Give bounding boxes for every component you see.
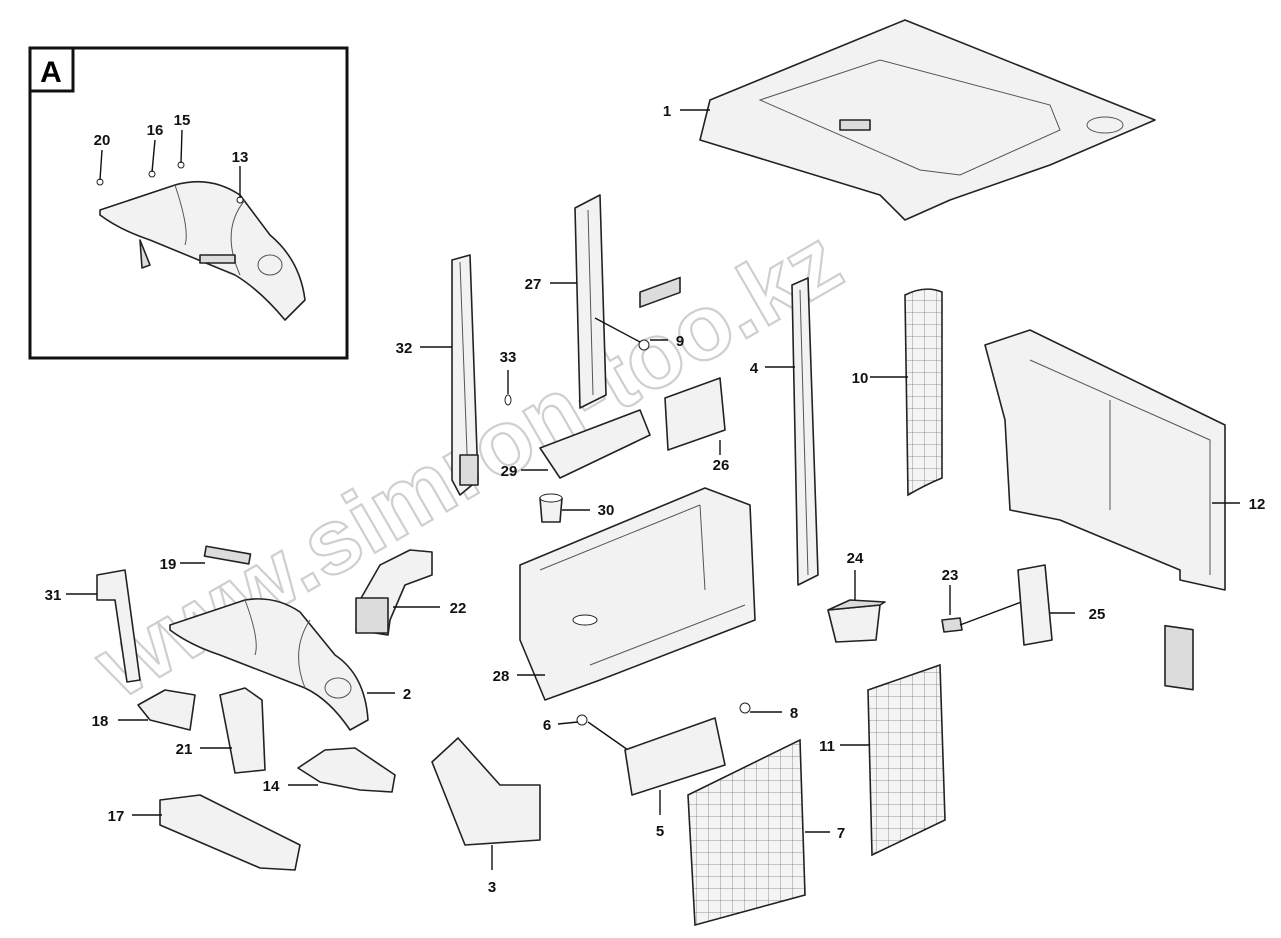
leader-20 [99, 149, 103, 181]
part-27-pillar [574, 194, 607, 409]
part-18-vent [137, 689, 196, 731]
callout-31: 31 [45, 587, 62, 604]
leader-6-to-5 [587, 721, 629, 751]
callout-19: 19 [160, 556, 177, 573]
callout-11: 11 [819, 738, 835, 755]
callout-9: 9 [676, 333, 684, 350]
part-32-pillar [451, 254, 479, 496]
part-5-pocket [624, 717, 726, 796]
part-23-latch [941, 585, 963, 633]
part-17-tray [159, 794, 301, 871]
callout-28: 28 [493, 668, 510, 685]
inset-dashboard-part [99, 180, 306, 321]
callout-17: 17 [108, 808, 125, 825]
callout-29: 29 [501, 463, 518, 480]
callout-7: 7 [837, 825, 845, 842]
part-1-headliner [699, 19, 1156, 221]
leader-6 [557, 721, 579, 725]
part-29-bracket [539, 409, 651, 479]
part-10-trim [904, 288, 943, 497]
part-2-dashboard [169, 598, 369, 731]
part-19-strip [203, 545, 252, 565]
callout-2: 2 [403, 686, 411, 703]
leader-15 [180, 129, 183, 164]
part-11-panel [867, 663, 946, 857]
part-30-cup [539, 493, 563, 523]
part-7-panel [687, 738, 806, 927]
callout-27: 27 [525, 276, 542, 293]
callout-8: 8 [790, 705, 798, 722]
callout-10: 10 [852, 370, 869, 387]
inset-label: A [40, 56, 62, 89]
callout-1: 1 [663, 103, 671, 120]
callout-6: 6 [543, 717, 551, 734]
part-21-duct [219, 687, 266, 774]
callout-30: 30 [598, 502, 615, 519]
callout-4: 4 [750, 360, 759, 377]
callout-14: 14 [263, 778, 280, 795]
part-12-side-panel [984, 329, 1226, 691]
inset-a: A 20 16 15 13 [28, 46, 349, 360]
part-8-screw [739, 702, 751, 714]
callout-23: 23 [942, 567, 959, 584]
part-33-clip [504, 394, 512, 406]
inset-frame [28, 46, 349, 360]
part-3-lower-trim [431, 737, 541, 846]
leader-16 [151, 139, 156, 173]
callout-26: 26 [713, 457, 730, 474]
callout-5: 5 [656, 823, 664, 840]
part-26-cover [664, 377, 726, 451]
callout-3: 3 [488, 879, 496, 896]
part-22-duct [355, 549, 433, 636]
part-25-cover-plate [1017, 564, 1053, 646]
callout-25: 25 [1089, 606, 1106, 623]
part-9-screw [594, 317, 650, 351]
part-31-duct [96, 569, 141, 683]
callout-12: 12 [1249, 496, 1266, 513]
callout-13: 13 [232, 149, 249, 166]
part-14-vent [297, 747, 396, 793]
callout-16: 16 [147, 122, 164, 139]
callout-21: 21 [176, 741, 193, 758]
callout-15: 15 [174, 112, 191, 129]
part-28-console [519, 276, 756, 701]
part-6-screw [576, 714, 588, 726]
callout-32: 32 [396, 340, 413, 357]
callout-22: 22 [450, 600, 467, 617]
callout-33: 33 [500, 349, 517, 366]
callout-20: 20 [94, 132, 111, 149]
inset-label-box [28, 46, 75, 93]
callout-24: 24 [847, 550, 864, 567]
part-4-pillar-trim [791, 277, 819, 586]
callout-18: 18 [92, 713, 109, 730]
part-24-holder [827, 599, 886, 643]
